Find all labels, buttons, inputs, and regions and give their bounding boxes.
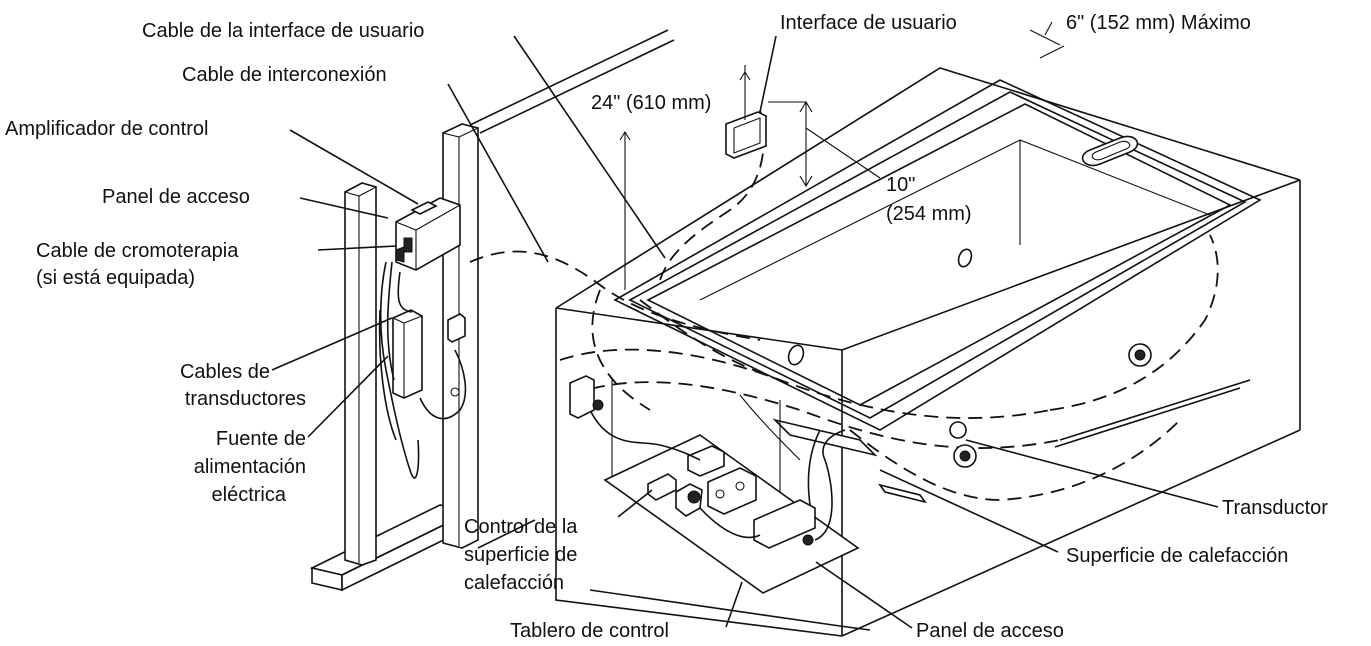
label-dim-24: 24" (610 mm)	[591, 92, 712, 114]
label-amplificador: Amplificador de control	[5, 118, 209, 140]
label-fuente-1: Fuente de	[215, 428, 306, 450]
leader-panel-acceso-left	[299, 197, 389, 219]
leader-cable-interface	[513, 35, 666, 259]
leader-interface	[759, 35, 777, 113]
label-dim-10-1: 10"	[886, 174, 916, 196]
outlet-box	[569, 375, 604, 419]
label-cable-interface: Cable de la interface de usuario	[142, 20, 425, 42]
label-cable-cromo-2: (si está equipada)	[36, 267, 195, 289]
transducers	[949, 343, 1251, 468]
leader-cable-cromo	[317, 245, 397, 251]
leader-panel-acceso-bottom	[815, 561, 913, 629]
heating-surface	[772, 418, 927, 541]
control-amplifier	[395, 197, 461, 271]
wall-edge-line-2	[479, 39, 675, 134]
label-tablero: Tablero de control	[510, 620, 669, 642]
leader-superficie	[879, 469, 1059, 553]
control-board	[589, 378, 860, 594]
label-transductor: Transductor	[1222, 497, 1328, 519]
leader-amplificador	[289, 129, 419, 205]
bathtub	[555, 67, 1301, 637]
user-interface-panel	[725, 111, 767, 159]
label-control-sup-2: superficie de	[464, 544, 578, 566]
dimension-lines	[619, 21, 1065, 290]
label-cables-trans-2: transductores	[184, 388, 306, 410]
label-superficie: Superficie de calefacción	[1066, 545, 1289, 567]
wall-edge-line	[469, 29, 669, 126]
label-fuente-3: eléctrica	[211, 484, 286, 506]
label-cable-cromo-1: Cable de cromoterapia	[36, 240, 239, 262]
label-max-dim: 6" (152 mm) Máximo	[1066, 12, 1251, 34]
leader-transductor	[965, 439, 1219, 508]
wall-cables	[378, 261, 467, 479]
label-control-sup-1: Control de la	[464, 516, 578, 538]
label-interface-usuario: Interface de usuario	[780, 12, 957, 34]
label-panel-acceso-left: Panel de acceso	[102, 186, 250, 208]
label-cable-interconexion: Cable de interconexión	[182, 64, 387, 86]
label-fuente-2: alimentación	[193, 456, 306, 478]
hidden-lines	[469, 109, 1219, 501]
leader-tablero	[725, 581, 743, 628]
label-panel-acceso-bottom: Panel de acceso	[916, 620, 1064, 642]
power-supply	[392, 309, 466, 399]
floor-line	[477, 519, 536, 549]
leader-cables-trans	[271, 317, 393, 371]
leader-lines	[271, 35, 1219, 629]
label-dim-10-2: (254 mm)	[886, 203, 972, 225]
leader-control-sup	[617, 489, 653, 518]
label-cables-trans-1: Cables de	[179, 361, 270, 383]
leader-cable-interconexion	[447, 83, 549, 263]
leader-fuente	[307, 355, 389, 438]
label-control-sup-3: calefacción	[464, 572, 565, 594]
